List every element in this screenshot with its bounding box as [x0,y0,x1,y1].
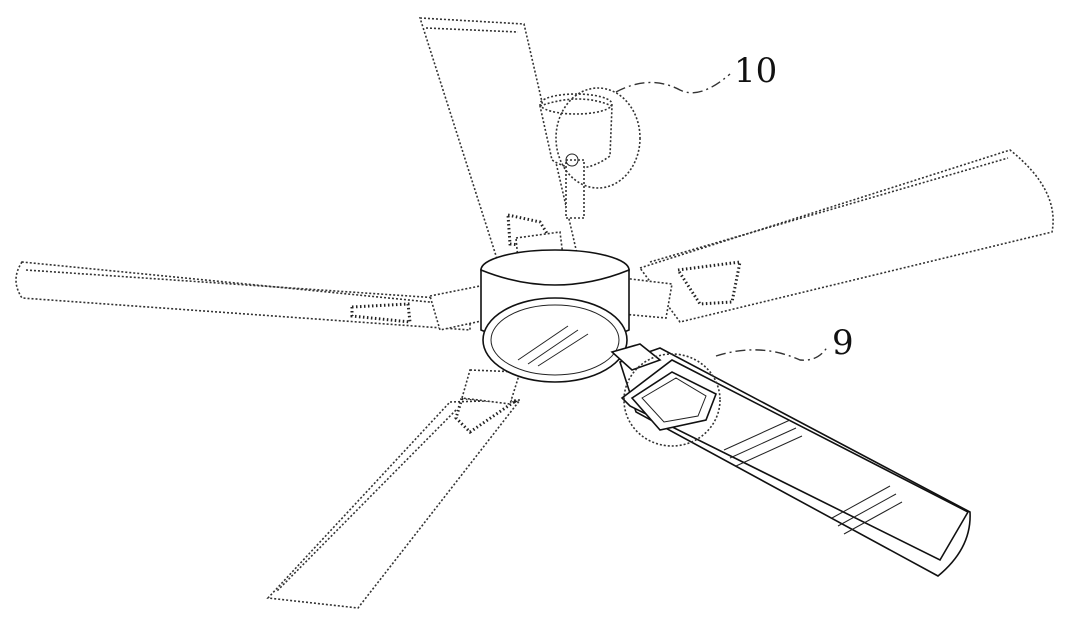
blade-lower-left [266,396,522,609]
leader-line-9 [715,345,829,361]
blade-left [15,261,471,331]
callout-label-10: 10 [734,51,777,91]
leader-line-10 [615,73,731,94]
blade-upper-right [638,149,1054,323]
canopy [539,93,613,219]
motor-housing [480,249,630,383]
callout-10-circle [555,87,641,189]
callout-label-9: 9 [832,323,854,363]
blade-featured [610,343,971,577]
callout-9-circle [623,353,721,447]
